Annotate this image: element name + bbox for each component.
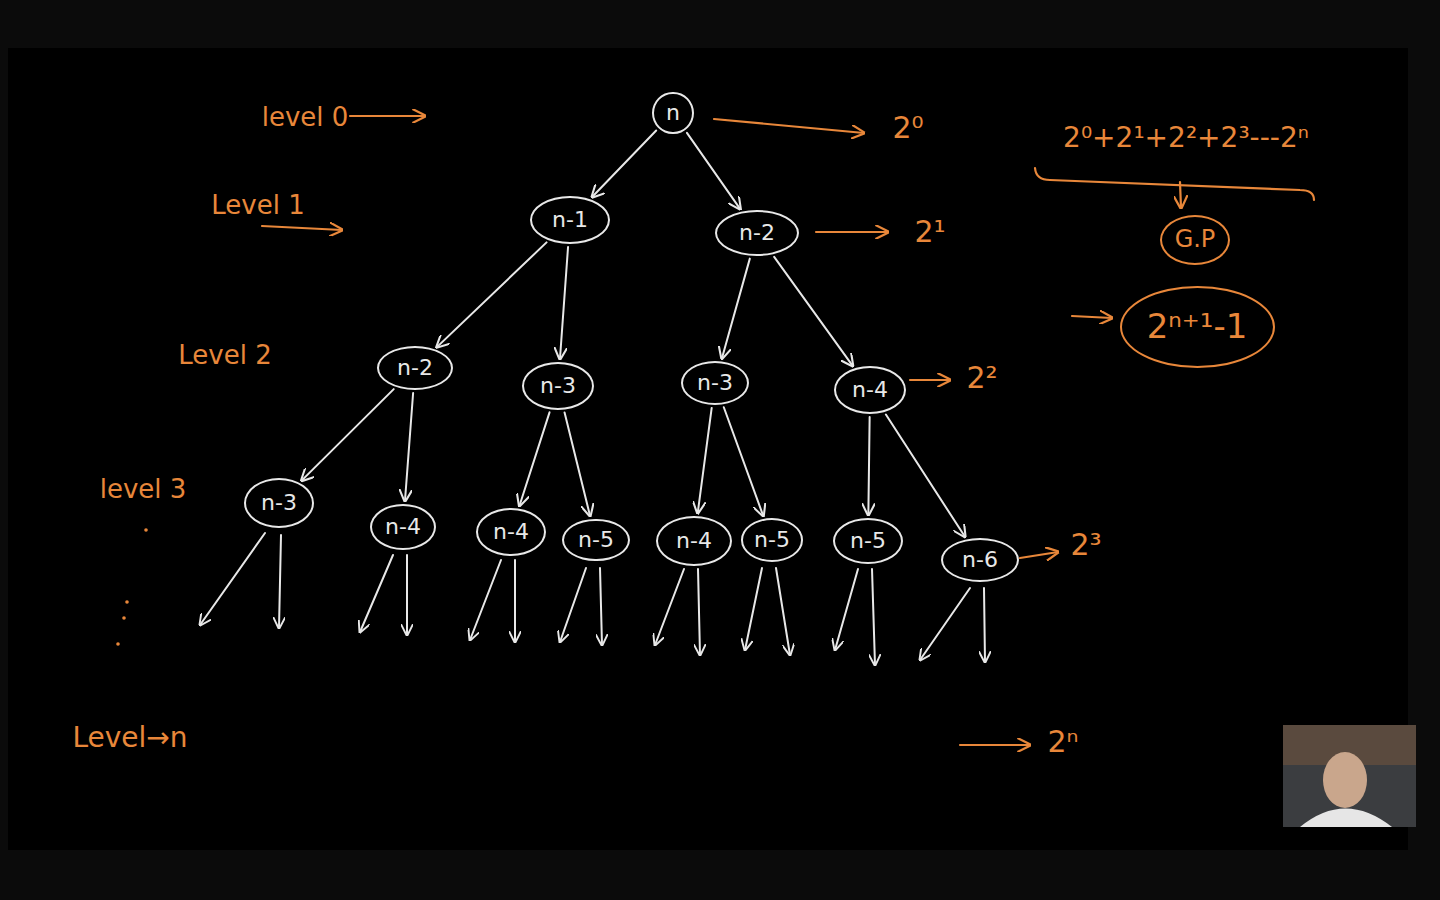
level-label: Level→n (72, 722, 187, 754)
recursion-arrow (886, 415, 965, 537)
result-circle: 2ⁿ⁺¹-1 (1120, 286, 1275, 368)
result-arrow (1072, 316, 1112, 318)
sum-bracket (1035, 168, 1314, 200)
count-arrow (1020, 552, 1058, 558)
recursion-arrow (565, 413, 590, 516)
recursion-node: n-6 (941, 538, 1019, 582)
level-label: level 3 (100, 475, 187, 505)
node-text: G.P (1175, 226, 1216, 254)
recursion-arrow (868, 417, 869, 515)
count-label: 2² (966, 361, 997, 396)
node-text: n-3 (697, 370, 733, 395)
count-arrow (714, 119, 864, 133)
recursion-node: n-1 (530, 196, 610, 244)
recursion-node: n-2 (377, 346, 453, 390)
recursion-node: n-4 (370, 504, 436, 550)
recursion-arrow (722, 259, 750, 359)
recursion-arrow (302, 389, 394, 480)
pointer-arrows (262, 116, 1314, 745)
level-label: Level 2 (178, 341, 271, 371)
recursion-node: n (652, 92, 694, 135)
webcam-overlay (1283, 725, 1416, 827)
node-text: n (666, 100, 680, 125)
count-arrow (816, 231, 888, 233)
recursion-arrow (519, 412, 549, 505)
recursion-node: n-4 (656, 516, 732, 566)
count-arrow (960, 744, 1030, 746)
level-label: Level 1 (211, 191, 304, 221)
node-text: n-1 (552, 207, 588, 232)
recursion-arrow (592, 130, 656, 197)
count-label: 2⁰+2¹+2²+2³---2ⁿ (1063, 122, 1309, 154)
recursion-arrow (698, 408, 712, 513)
node-text: n-3 (261, 490, 297, 515)
node-text: n-3 (540, 373, 576, 398)
count-label: 2⁰ (892, 111, 923, 146)
node-text: n-5 (754, 527, 790, 552)
recursion-arrow (437, 242, 547, 347)
screen-ground (8, 48, 1408, 850)
recursion-node: n-3 (681, 361, 749, 405)
recursion-node: n-4 (476, 508, 546, 556)
recursion-node: n-5 (833, 518, 903, 564)
count-label: 2ⁿ (1047, 725, 1078, 760)
node-text: n-4 (676, 528, 712, 553)
recursion-arrow (774, 257, 853, 366)
recursion-node: n-4 (834, 366, 906, 414)
recursion-arrow (687, 133, 740, 209)
node-text: 2ⁿ⁺¹-1 (1147, 307, 1248, 346)
node-text: n-2 (739, 220, 775, 245)
node-text: n-4 (852, 377, 888, 402)
level-arrow (350, 115, 425, 117)
node-text: n-4 (385, 514, 421, 539)
recursion-node: n-5 (741, 518, 803, 562)
node-text: n-5 (850, 528, 886, 553)
recursion-node: n-2 (715, 210, 799, 256)
count-label: 2¹ (914, 215, 945, 250)
level-arrow (262, 226, 342, 230)
count-arrow (910, 379, 950, 381)
gp-circle: G.P (1160, 215, 1230, 265)
recursion-arrow (724, 407, 763, 516)
recursion-node: n-5 (562, 519, 630, 562)
continuation-dots (116, 528, 148, 646)
recursion-node: n-3 (522, 362, 594, 410)
recursion-arrow (405, 393, 413, 501)
node-text: n-4 (493, 519, 529, 544)
count-label: 2³ (1070, 528, 1101, 563)
recursion-node: n-3 (244, 478, 314, 528)
node-text: n-2 (397, 355, 433, 380)
node-text: n-5 (578, 527, 614, 552)
recursion-arrow (560, 247, 568, 359)
level-label: level 0 (262, 103, 349, 133)
node-text: n-6 (962, 547, 998, 572)
bracket-arrow (1180, 182, 1181, 208)
